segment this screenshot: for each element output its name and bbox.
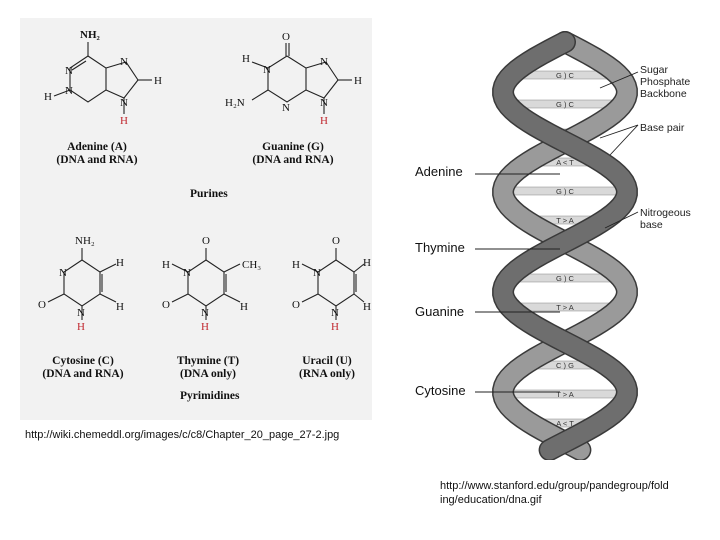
helix-label-cytosine: Cytosine [415,383,466,398]
phosphate-line: Phosphate [640,76,691,88]
atom-h: H [292,259,300,271]
base-pair-text: T > A [556,216,574,225]
base-pair-text: G ) C [556,187,574,196]
label-leader-line [604,211,639,229]
thymine-ch3-label: CH₃ [242,259,261,271]
cytosine-caption: Cytosine (C) (DNA and RNA) [28,355,138,381]
label-leader-line [599,124,639,139]
uracil-name: Uracil (U) [302,355,352,367]
atom-o: O [202,235,210,247]
thymine-name: Thymine (T) [176,355,240,367]
atom-n: N [320,97,328,109]
uracil-sub: (RNA only) [299,368,355,380]
atom-o: O [162,299,170,311]
nucleobase-structures-drawing: NH₂ N N N N H H H O [38,29,371,333]
atom-h-red: H [201,321,209,333]
atom-n: N [320,56,328,68]
adenine-caption: Adenine (A) (DNA and RNA) [42,141,152,167]
adenine-name: Adenine (A) [67,141,127,153]
base-pair-text: C ) G [556,361,574,370]
nitrogeous-line: Nitrogeous [640,207,691,219]
base-pair-text: G ) C [556,100,574,109]
guanine-name: Guanine (G) [262,141,324,153]
cytosine-name: Cytosine (C) [52,355,114,367]
atom-n: N [65,65,73,77]
atom-h: H [154,75,162,87]
nitrogeous-base-label: Nitrogeous base [640,207,691,231]
thymine-caption: Thymine (T) (DNA only) [158,355,258,381]
atom-h: H [363,257,371,269]
atom-h: H [240,301,248,313]
atom-o: O [292,299,300,311]
atom-n: N [65,85,73,97]
base-pair-text: G ) C [556,71,574,80]
base-pair-text: T > A [556,390,574,399]
thymine-structure: O N N H CH₃ H O H [162,235,261,333]
cytosine-nh2-label: NH₂ [75,235,95,247]
atom-h: H [44,91,52,103]
cytosine-sub: (DNA and RNA) [42,368,124,380]
backbone-strands [492,31,638,460]
uracil-structure: O N N H H H O H [292,235,371,333]
guanine-o-label: O [282,31,290,43]
base-pair-text: G ) C [556,274,574,283]
guanine-caption: Guanine (G) (DNA and RNA) [238,141,348,167]
atom-h: H [116,257,124,269]
left-source-url: http://wiki.chemeddl.org/images/c/c8/Cha… [25,429,340,441]
backbone-strand [493,32,637,460]
helix-label-adenine: Adenine [415,164,463,179]
label-leader-line [599,71,639,89]
base-pair-text: A < T [556,419,574,428]
base-pair-text: T > A [556,303,574,312]
atom-h: H [242,53,250,65]
backbone-line: Backbone [640,88,687,100]
atom-n: N [263,64,271,76]
atom-o: O [332,235,340,247]
base-pair-text: A < T [556,158,574,167]
sugar-phosphate-label: Sugar Phosphate Backbone [640,64,690,100]
base-pair-label: Base pair [640,122,685,134]
atom-h: H [363,301,371,313]
base-line: base [640,219,663,231]
helix-label-guanine: Guanine [415,304,465,319]
atom-n: N [183,267,191,279]
purines-label: Purines [190,188,228,200]
atom-n: N [120,56,128,68]
atom-h-red: H [320,115,328,127]
right-source-line2: ing/education/dna.gif [440,494,542,506]
thymine-sub: (DNA only) [180,368,236,380]
helix-label-thymine: Thymine [415,240,465,255]
pyrimidines-label: Pyrimidines [180,390,240,402]
atom-h-red: H [120,115,128,127]
atom-h: H [116,301,124,313]
atom-n: N [77,307,85,319]
atom-n: N [331,307,339,319]
atom-h-red: H [77,321,85,333]
atom-n: N [120,97,128,109]
sugar-line: Sugar [640,64,669,76]
label-leader-lines [475,71,639,393]
cytosine-structure: NH₂ N N H H O H [38,235,124,333]
right-source-line1: http://www.stanford.edu/group/pandegroup… [440,480,669,492]
atom-h-red: H [331,321,339,333]
guanine-sub: (DNA and RNA) [252,154,334,166]
atom-n: N [201,307,209,319]
atom-h: H [162,259,170,271]
guanine-structure: O N N N N H H₂N H H [225,31,362,127]
atom-n: N [282,102,290,114]
guanine-h2n-label: H₂N [225,97,245,109]
helix-drawing: G ) CG ) CT < AA < TG ) CT > AA <G ) CT … [475,31,639,460]
right-source-url: http://www.stanford.edu/group/pandegroup… [440,479,669,507]
uracil-caption: Uracil (U) (RNA only) [282,355,372,381]
atom-n: N [59,267,67,279]
nucleobase-structures-panel: NH₂ N N N N H H H O [20,18,372,420]
adenine-nh2-label: NH₂ [80,29,101,41]
atom-n: N [313,267,321,279]
atom-h: H [354,75,362,87]
adenine-sub: (DNA and RNA) [56,154,138,166]
label-leader-line [609,124,639,156]
adenine-structure: NH₂ N N N N H H H [44,29,162,127]
atom-o: O [38,299,46,311]
